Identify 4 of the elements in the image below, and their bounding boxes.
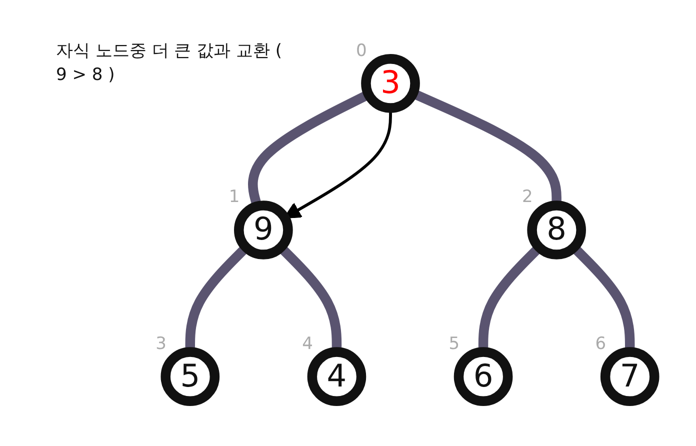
node-circle: 9 bbox=[234, 200, 293, 260]
node-circle: 8 bbox=[527, 200, 586, 260]
note-text: 자식 노드중 더 큰 값과 교환 ( 9 > 8 ) bbox=[56, 40, 284, 87]
node-circle: 4 bbox=[307, 347, 366, 406]
